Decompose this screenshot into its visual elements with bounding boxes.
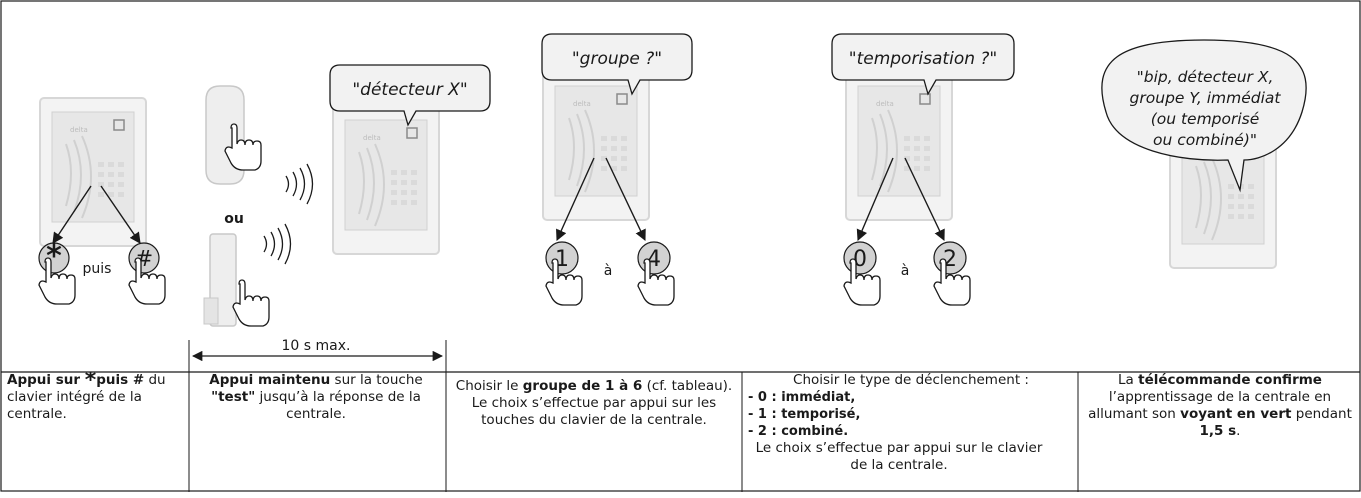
bubble-line: ou combiné)" [1153, 131, 1257, 149]
arrow-icon [100, 185, 141, 244]
step-1-caption: Appui sur *puis # du clavier intégré de … [7, 372, 185, 492]
caption-text: télécommande confirme [1138, 372, 1322, 388]
caption-text: du clavier intégré de la centrale. [7, 372, 166, 422]
step-4-caption: Choisir le type de déclenchement : - 0 :… [748, 372, 1074, 490]
speech-bubble [541, 33, 693, 96]
arrow-icon [904, 157, 945, 242]
step-2-caption: Appui maintenu sur la touche "test" jusq… [196, 372, 436, 492]
caption-text: (cf. tableau). Le choix s’effectue par a… [471, 378, 733, 428]
caption-text: pendant [1291, 406, 1352, 422]
caption-text: . [1236, 423, 1241, 439]
timer-label: 10 s max. [282, 338, 351, 354]
radio-waves-icon [263, 223, 292, 265]
hand-pointer-icon [232, 279, 270, 327]
door-contact-magnet-icon [203, 297, 219, 325]
caption-intro: Choisir le type de déclenchement : [793, 372, 1029, 388]
caption-outro: Le choix s’effectue par appui sur le cla… [755, 440, 1043, 473]
speech-bubble [831, 33, 1015, 96]
caption-text: "test" [211, 389, 256, 405]
caption-text: groupe de 1 à 6 [522, 378, 643, 394]
arrow-icon [856, 157, 894, 242]
caption-text: l’apprentissage de la centrale en alluma… [1088, 389, 1332, 422]
step-3-caption: Choisir le groupe de 1 à 6 (cf. tableau)… [452, 378, 736, 498]
caption-text: La [1118, 372, 1139, 388]
caption-text: Appui maintenu [209, 372, 331, 388]
arrow-icon [52, 185, 92, 244]
bubble-text: "temporisation ?" [849, 49, 998, 69]
caption-text: voyant en vert [1180, 406, 1292, 422]
caption-text: puis # [96, 372, 145, 388]
bubble-line: (ou temporisé [1151, 110, 1260, 128]
alarm-keypad-panel-icon [845, 71, 953, 221]
caption-text: sur la touche [330, 372, 423, 388]
option-item: - 1 : temporisé, [748, 407, 861, 422]
alarm-keypad-panel-icon [542, 71, 650, 221]
caption-text: 1,5 s [1199, 423, 1237, 439]
connector-label: à [901, 263, 910, 279]
bubble-text: "détecteur X" [352, 80, 467, 100]
star-glyph: * [84, 372, 97, 393]
arrow-icon [556, 157, 595, 242]
step-5-caption: La télécommande confirme l’apprentissage… [1082, 372, 1358, 492]
radio-waves-icon [285, 163, 314, 205]
arrow-icon [605, 157, 646, 242]
caption-text: Appui sur [7, 372, 85, 388]
bubble-text: "groupe ?" [572, 49, 662, 69]
or-label: ou [224, 211, 244, 227]
bubble-line: "bip, détecteur X, [1137, 68, 1274, 86]
caption-text: Choisir le [455, 378, 523, 394]
connector-label: puis [83, 261, 112, 277]
bubble-line: groupe Y, immédiat [1130, 89, 1282, 107]
option-item: - 0 : immédiat, [748, 390, 856, 405]
connector-label: à [604, 263, 613, 279]
speech-bubble [1101, 39, 1307, 193]
caption-text: jusqu’à la réponse de la centrale. [255, 389, 421, 422]
alarm-keypad-panel-icon [39, 97, 147, 247]
speech-bubble [329, 64, 491, 127]
option-item: - 2 : combiné. [748, 424, 849, 439]
alarm-keypad-panel-icon [332, 105, 440, 255]
